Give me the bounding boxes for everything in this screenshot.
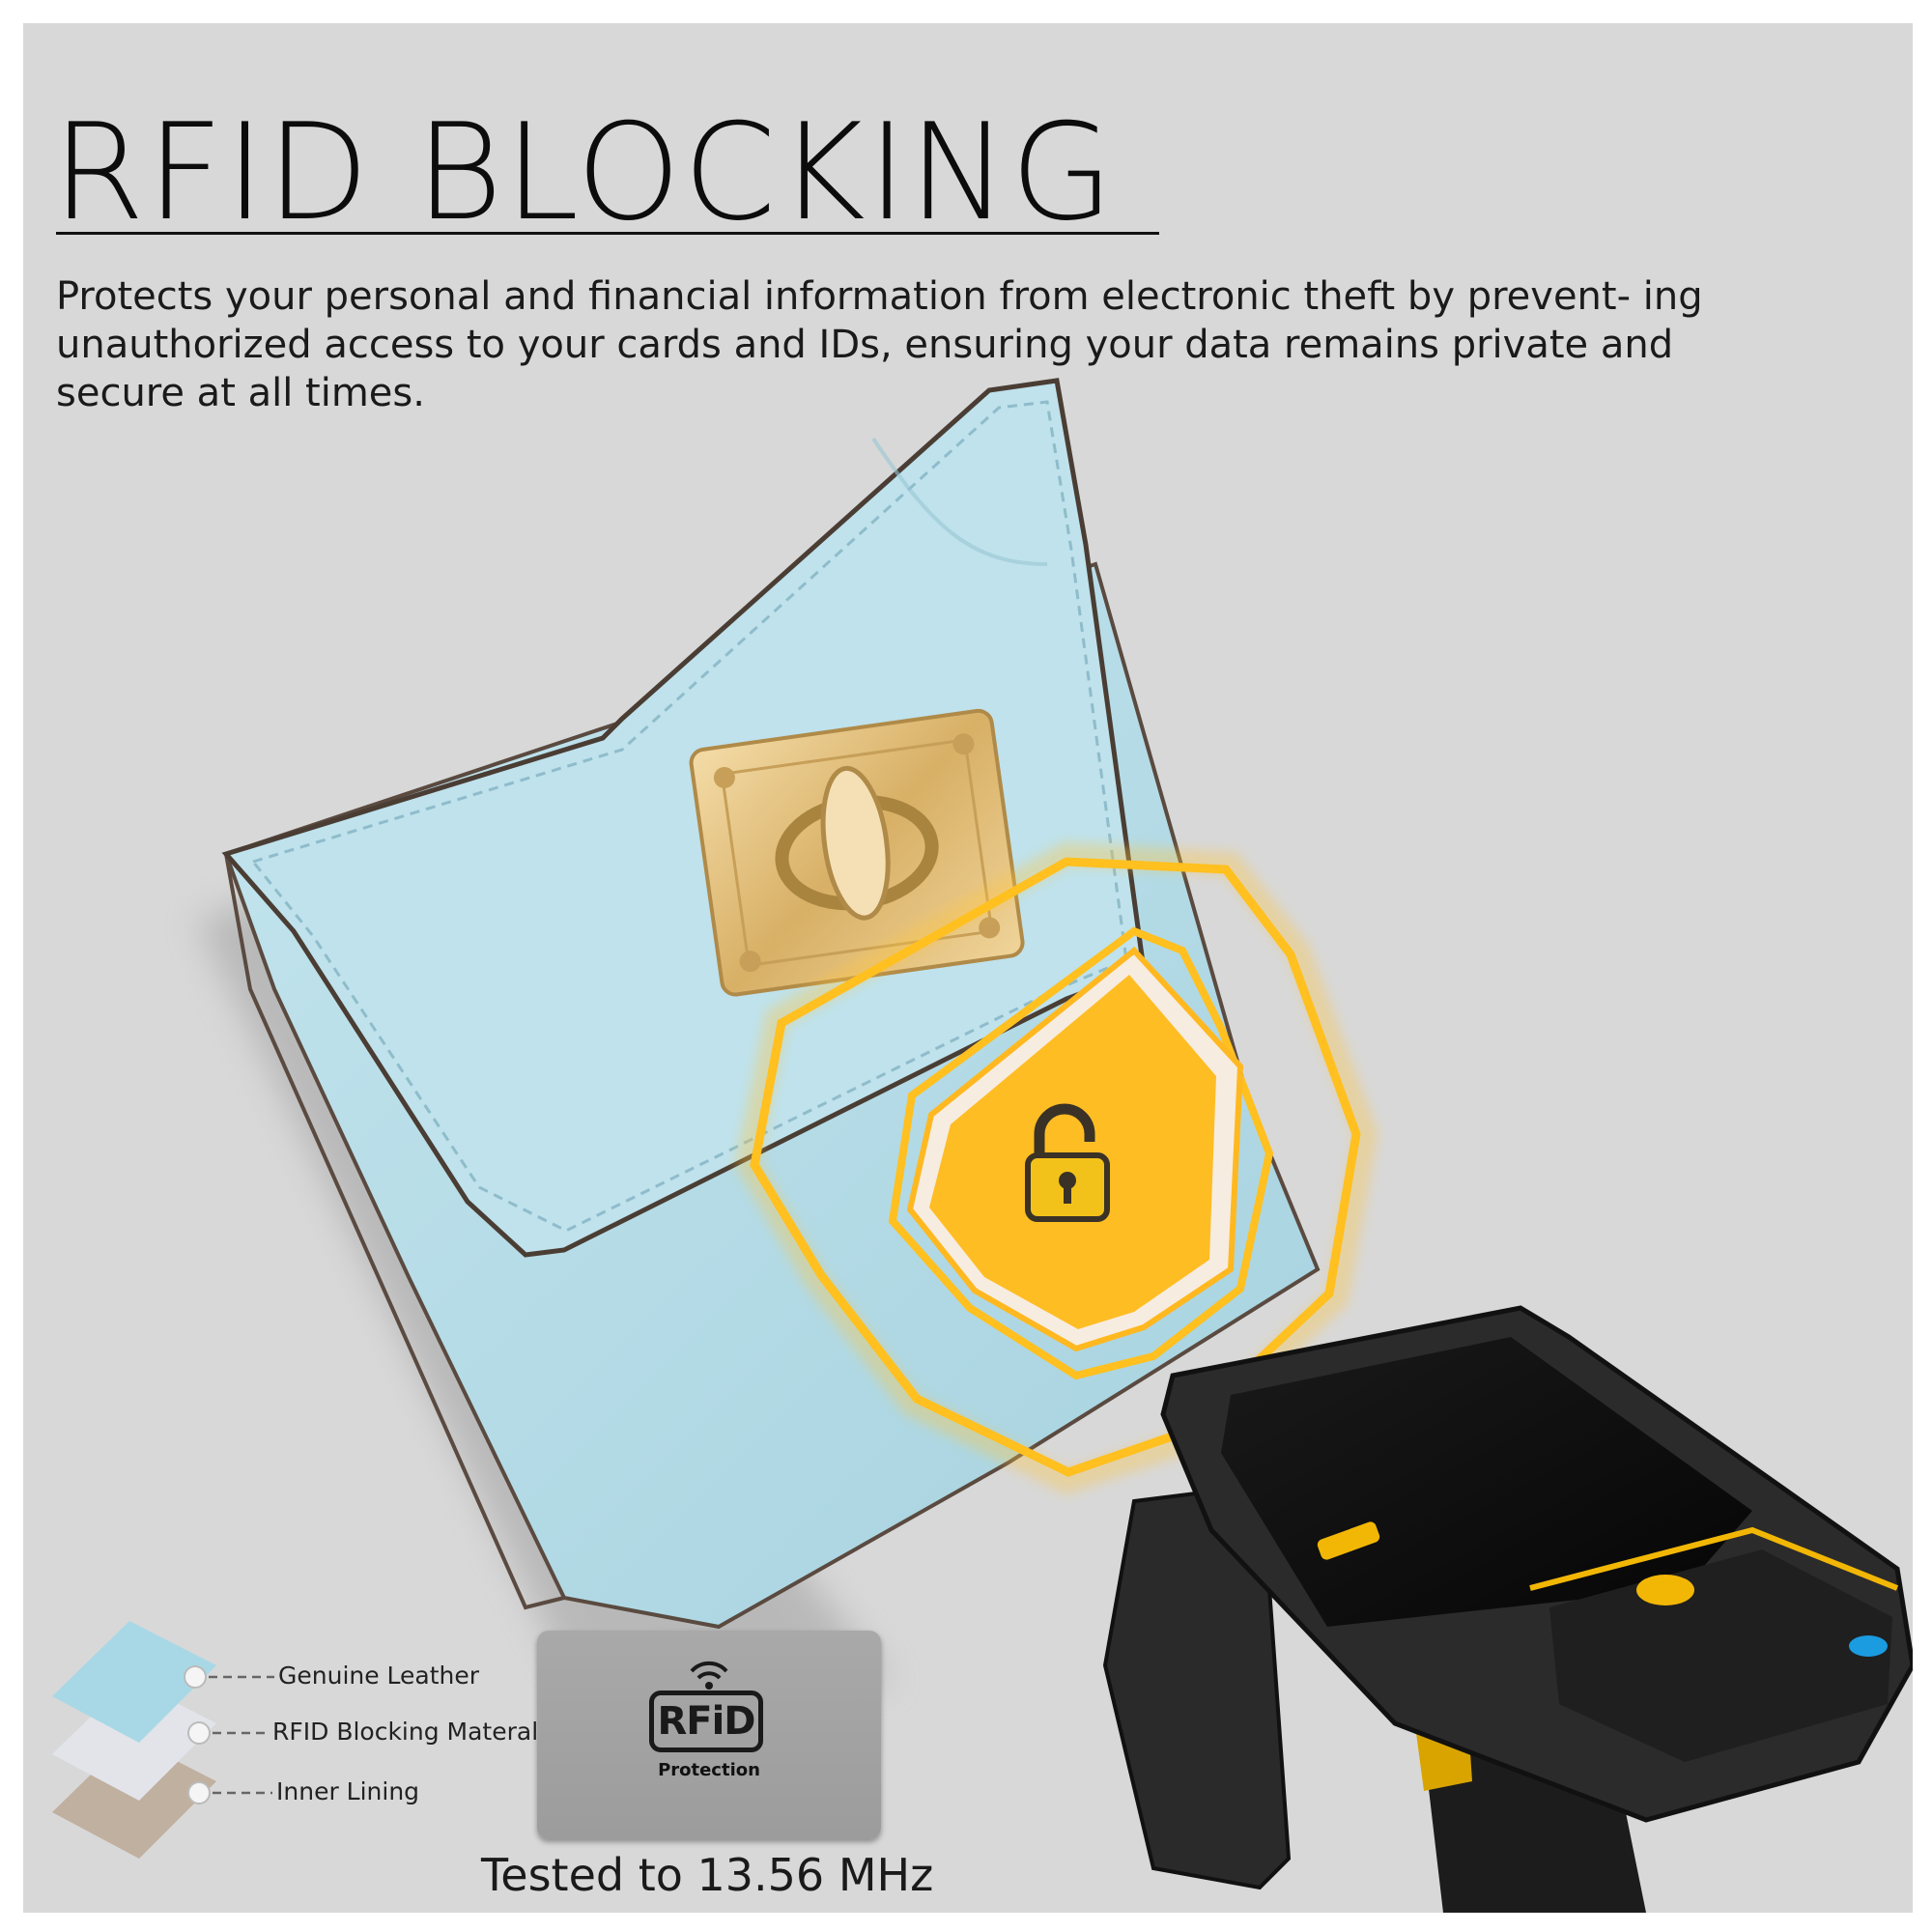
wallet-flap-stitch	[250, 400, 1128, 1233]
scanner-side-button	[1317, 1521, 1380, 1560]
clasp-rivet	[739, 951, 761, 973]
product-banner: RFID BLOCKING Protects your personal and…	[23, 23, 1913, 1913]
frequency-caption: Tested to 13.56 MHz	[481, 1849, 934, 1901]
rfid-badge-subtitle: Protection	[658, 1760, 760, 1780]
rfid-scanner	[1102, 1305, 1913, 1913]
headline: RFID BLOCKING	[52, 95, 1116, 250]
layer-label-rfid-blocking-material: RFID Blocking Materal	[272, 1718, 539, 1746]
rfid-waves-icon	[690, 1661, 728, 1690]
turnlock-clasp	[689, 708, 1025, 997]
clasp-rivet	[979, 917, 1001, 939]
layer-leather-swatch	[52, 1621, 216, 1743]
description: Protects your personal and financial inf…	[56, 274, 1703, 415]
wallet-flap-fold	[871, 437, 1048, 566]
clasp-turn-knob	[820, 765, 891, 921]
rfid-protection-card: RFiD Protection	[537, 1631, 881, 1839]
padlock-icon	[1025, 1103, 1110, 1222]
clasp-rivet	[713, 767, 735, 789]
shield-outline-middle	[888, 926, 1274, 1380]
material-layers	[52, 1621, 274, 1859]
wallet-back-edge	[224, 853, 565, 1610]
headline-underline	[56, 232, 1159, 235]
layer-label-genuine-leather: Genuine Leather	[278, 1662, 480, 1690]
scanner-scan-button	[1636, 1575, 1694, 1605]
scanner-screen	[1221, 1337, 1752, 1627]
rfid-badge: RFiD	[649, 1690, 763, 1752]
product-illustration	[52, 378, 1913, 1913]
clasp-rivet	[952, 733, 975, 755]
layer-label-inner-lining: Inner Lining	[276, 1777, 420, 1805]
shield-body	[929, 975, 1216, 1329]
scanner-blue-key	[1849, 1635, 1888, 1657]
scanner-keypad	[1549, 1549, 1892, 1762]
scanner-yellow-trim	[1529, 1526, 1899, 1591]
